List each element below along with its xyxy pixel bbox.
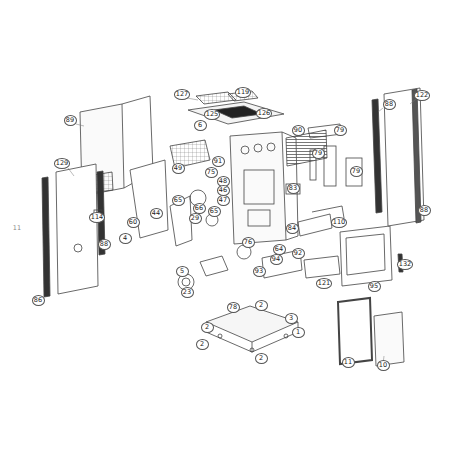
callout-number: 2	[201, 322, 214, 333]
callout-number: 84	[286, 223, 299, 234]
callout-number: 132	[397, 259, 413, 270]
callout-number: 92	[292, 248, 305, 259]
callout-number: 76	[242, 237, 255, 248]
callout-number: 75	[205, 167, 218, 178]
callout-number: 65	[172, 195, 185, 206]
callout-number: 89	[64, 115, 77, 126]
callout-number: 125	[204, 109, 220, 120]
callout-number: 94	[270, 254, 283, 265]
callout-number: 23	[181, 287, 194, 298]
callout-number: 5	[176, 266, 189, 277]
callout-number: 114	[89, 212, 105, 223]
callout-number: 119	[235, 87, 251, 98]
callout-number: 4	[119, 233, 132, 244]
callout-number: 83	[287, 183, 300, 194]
callout-number: 2	[255, 300, 268, 311]
callout-number: 126	[256, 108, 272, 119]
callout-number: 2	[196, 339, 209, 350]
callout-number: 127	[174, 89, 190, 100]
callout-number: 121	[316, 278, 332, 289]
callout-number: 88	[418, 205, 431, 216]
callout-number: 3	[285, 313, 298, 324]
callout-number: 2	[255, 353, 268, 364]
callout-number: 1	[292, 327, 305, 338]
callout-number: 86	[32, 295, 45, 306]
callout-number: 91	[212, 156, 225, 167]
callout-number: 79	[312, 148, 325, 159]
callout-number: 129	[54, 158, 70, 169]
callout-number: 66	[193, 203, 206, 214]
callout-number: 60	[127, 217, 140, 228]
callout-number: 11	[342, 357, 355, 368]
callout-number: 10	[377, 360, 390, 371]
callout-number: 46	[217, 185, 230, 196]
callout-number: 49	[172, 163, 185, 174]
callout-number: 44	[150, 208, 163, 219]
callout-number: 90	[292, 125, 305, 136]
callout-number: 93	[253, 266, 266, 277]
callout-number: 11	[12, 224, 23, 233]
callout-number: 110	[331, 217, 347, 228]
callout-number: 64	[273, 244, 286, 255]
callout-number: 29	[189, 213, 202, 224]
callout-number: 95	[368, 281, 381, 292]
callout-number: 122	[414, 90, 430, 101]
callout-number: 88	[98, 239, 111, 250]
callout-number: 47	[217, 195, 230, 206]
callout-number: 88	[383, 99, 396, 110]
callout-number: 79	[350, 166, 363, 177]
callout-number: 65	[208, 206, 221, 217]
callout-number: 78	[227, 302, 240, 313]
callout-number: 6	[194, 120, 207, 131]
callout-number: 79	[334, 125, 347, 136]
